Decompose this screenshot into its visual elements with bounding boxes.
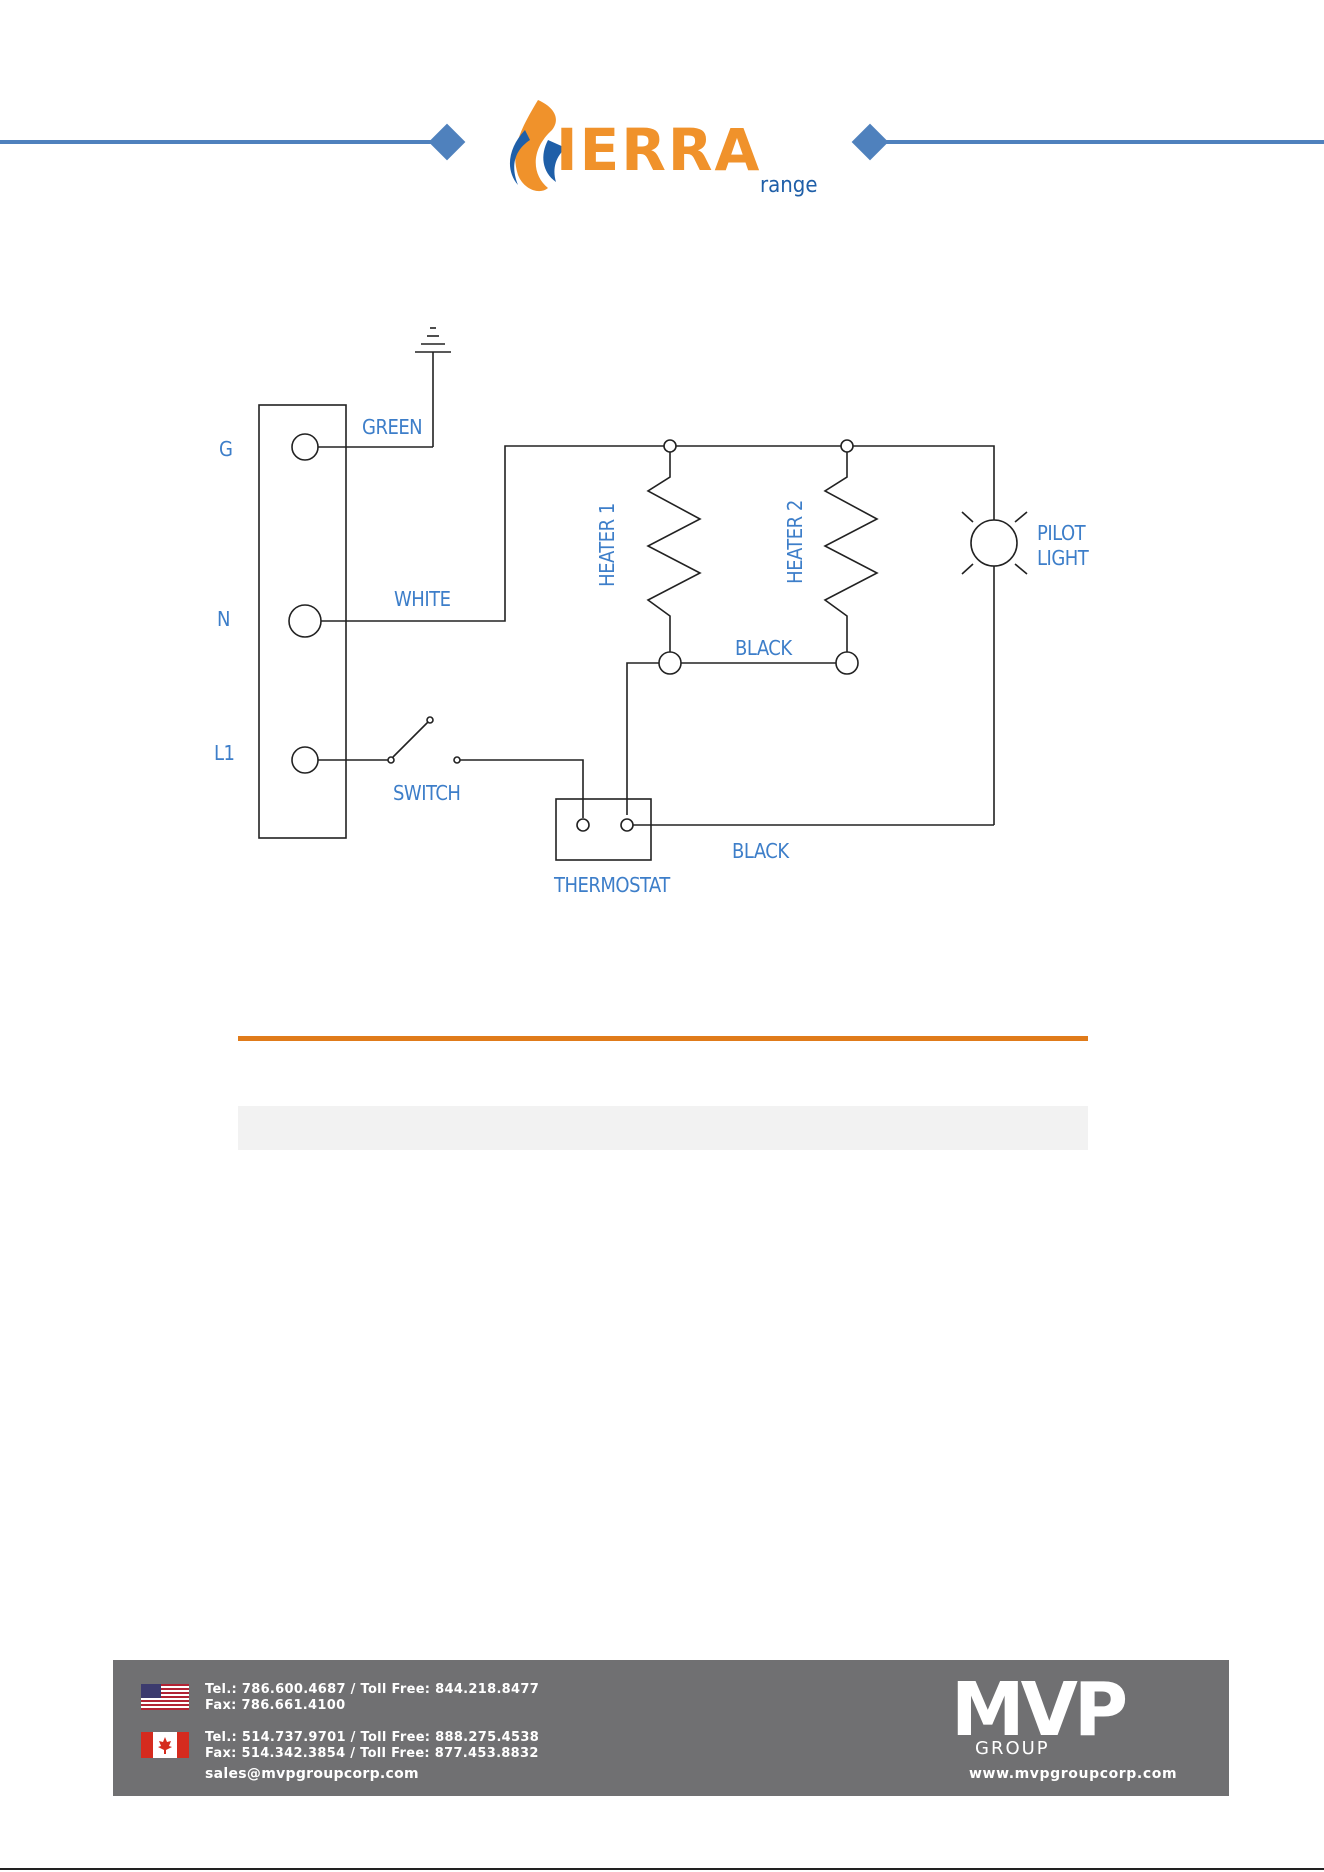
thermostat-terminal-2	[621, 819, 633, 831]
heater-1-resistor	[648, 452, 700, 652]
mvp-group-label: GROUP	[975, 1738, 1050, 1759]
orange-rule	[238, 1036, 1088, 1041]
wiring-diagram	[0, 0, 1324, 930]
label-heater-1: HEATER 1	[595, 503, 619, 587]
switch-contact-b	[454, 757, 460, 763]
terminal-n	[289, 605, 321, 637]
us-fax: Fax: 786.661.4100	[205, 1698, 345, 1713]
canada-flag-icon	[141, 1732, 189, 1758]
label-switch: SWITCH	[393, 781, 460, 805]
terminal-label-l1: L1	[214, 741, 234, 765]
node-top-2	[841, 440, 853, 452]
switch-contact-a	[388, 757, 394, 763]
label-heater-2: HEATER 2	[783, 500, 807, 584]
us-flag-icon	[141, 1684, 189, 1710]
ca-phone: Tel.: 514.737.9701 / Toll Free: 888.275.…	[205, 1730, 539, 1745]
us-phone: Tel.: 786.600.4687 / Toll Free: 844.218.…	[205, 1682, 539, 1697]
terminal-g	[292, 434, 318, 460]
label-black-top: BLACK	[735, 636, 792, 660]
node-top-1	[664, 440, 676, 452]
website-link[interactable]: www.mvpgroupcorp.com	[969, 1766, 1177, 1782]
label-white: WHITE	[394, 587, 450, 611]
label-pilot: PILOT	[1037, 521, 1085, 545]
heater-2-resistor	[825, 452, 877, 652]
bottom-rule	[0, 1868, 1324, 1870]
label-thermostat: THERMOSTAT	[554, 873, 670, 897]
thermostat-box	[556, 799, 651, 860]
pilot-light-icon	[971, 520, 1017, 566]
terminal-label-n: N	[217, 607, 230, 631]
terminal-label-g: G	[219, 437, 232, 461]
footer: Tel.: 786.600.4687 / Toll Free: 844.218.…	[113, 1660, 1229, 1796]
grey-band	[238, 1106, 1088, 1150]
label-green: GREEN	[362, 415, 422, 439]
switch-to-thermostat-wire	[460, 760, 583, 818]
label-black-bottom: BLACK	[732, 839, 789, 863]
thermostat-feed-wire	[627, 663, 659, 815]
switch-lever-tip	[427, 717, 433, 723]
email-link[interactable]: sales@mvpgroupcorp.com	[205, 1766, 419, 1782]
label-light: LIGHT	[1037, 546, 1088, 570]
ca-fax: Fax: 514.342.3854 / Toll Free: 877.453.8…	[205, 1746, 539, 1761]
thermostat-terminal-1	[577, 819, 589, 831]
node-bottom-2	[836, 652, 858, 674]
node-bottom-1	[659, 652, 681, 674]
terminal-l1	[292, 747, 318, 773]
switch-lever-icon	[393, 722, 428, 757]
